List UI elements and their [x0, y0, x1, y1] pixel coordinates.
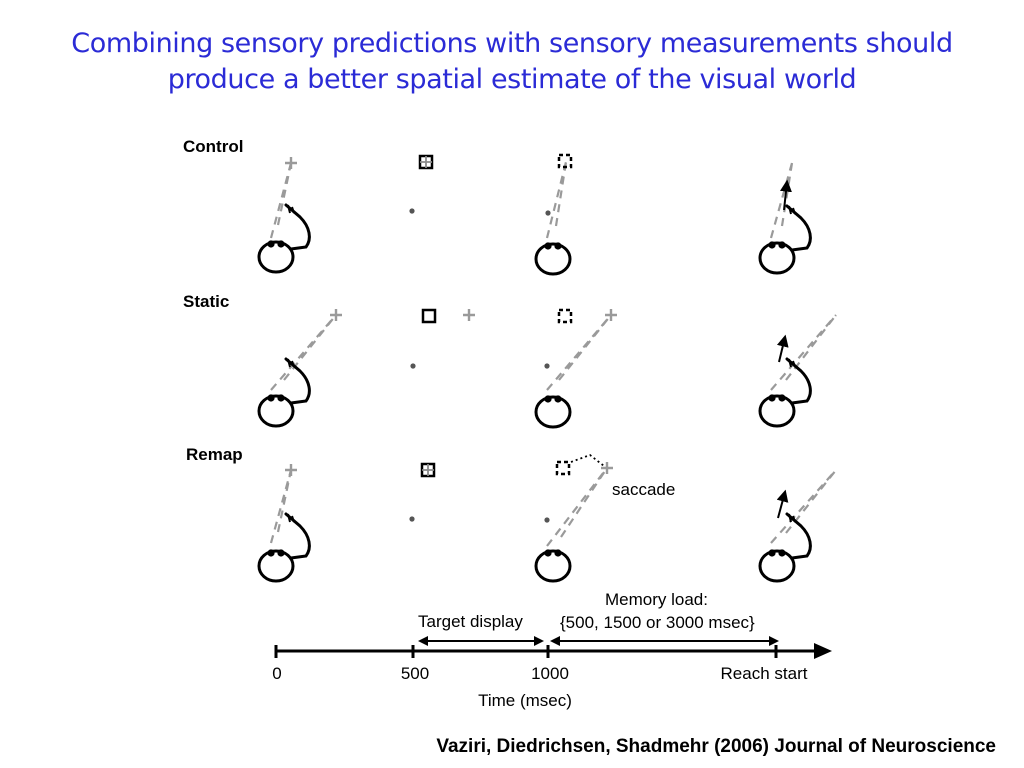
memory-load-span: [550, 636, 779, 646]
static-panel-reach: [758, 314, 837, 428]
time-axis: [274, 643, 832, 659]
time-axis-label: Time (msec): [478, 691, 572, 710]
tick-label-1000: 1000: [531, 664, 569, 683]
remap-panel-memory: [534, 453, 615, 583]
row-label-static: Static: [183, 292, 229, 311]
title-line-1: Combining sensory predictions with senso…: [71, 28, 953, 59]
citation: Vaziri, Diedrichsen, Shadmehr (2006) Jou…: [436, 736, 996, 757]
remap-panel-reach: [758, 469, 837, 583]
static-panel-target: [410, 307, 477, 369]
row-label-remap: Remap: [186, 445, 243, 464]
tick-label-0: 0: [272, 664, 281, 683]
title-line-2: produce a better spatial estimate of the…: [167, 64, 857, 95]
memory-load-label: Memory load:: [605, 590, 708, 609]
memory-load-values: {500, 1500 or 3000 msec}: [560, 613, 755, 632]
target-display-span: [418, 636, 544, 646]
control-panel-memory: [534, 153, 573, 276]
slide-title: Combining sensory predictions with senso…: [0, 26, 1024, 98]
target-display-label: Target display: [418, 612, 523, 631]
remap-panel-target: [409, 462, 436, 522]
remap-panel-start: [257, 462, 311, 583]
control-panel-target: [409, 154, 434, 214]
tick-label-reach-start: Reach start: [721, 664, 808, 683]
tick-label-500: 500: [401, 664, 429, 683]
saccade-label: saccade: [612, 480, 675, 499]
static-panel-memory: [534, 307, 619, 429]
static-panel-start: [257, 307, 344, 428]
control-panel-reach: [758, 162, 812, 275]
row-label-control: Control: [183, 137, 243, 156]
control-panel-start: [257, 155, 311, 274]
